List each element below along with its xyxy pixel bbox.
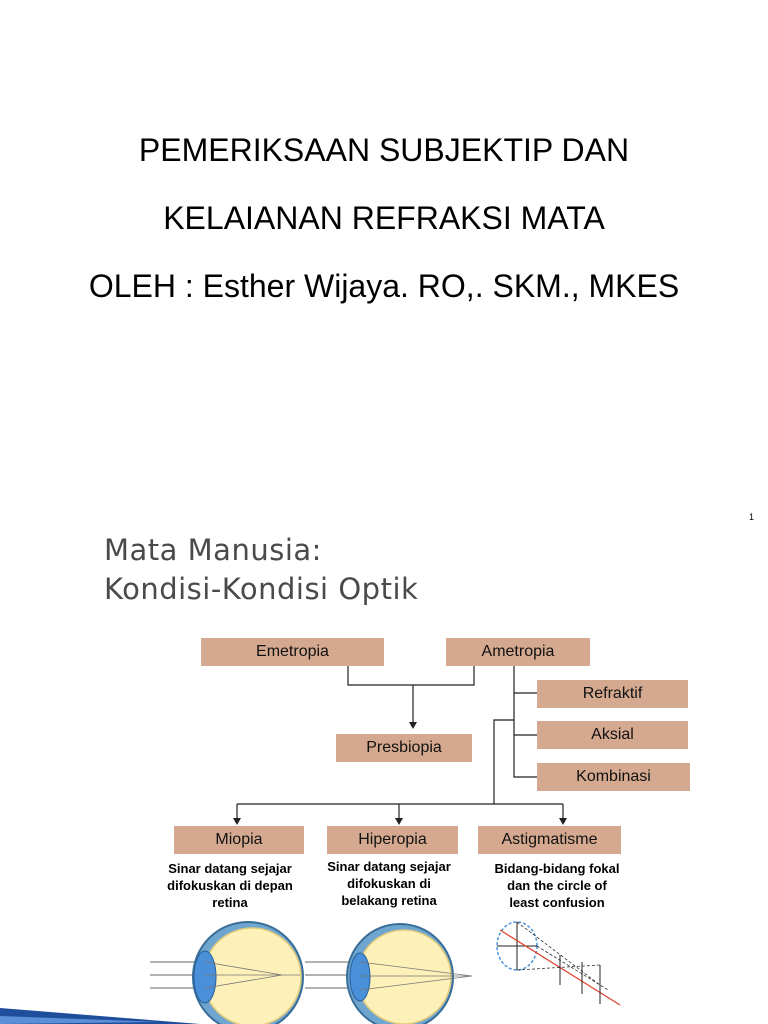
decorative-swoosh	[0, 1008, 200, 1024]
aksial-box: Aksial	[537, 721, 688, 749]
hiperopia-description: Sinar datang sejajar difokuskan di belak…	[309, 858, 469, 909]
slide2-heading-line-2: Kondisi-Kondisi Optik	[104, 572, 419, 606]
hiperopia-description-line: Sinar datang sejajar	[327, 859, 451, 874]
miopia-description: Sinar datang sejajar difokuskan di depan…	[150, 860, 310, 911]
hiperopia-description-line: difokuskan di	[347, 876, 431, 891]
slide2-heading-line-1: Mata Manusia:	[104, 533, 322, 567]
myopia-eye-illustration	[150, 921, 304, 1024]
slide-title-line-1: PEMERIKSAAN SUBJEKTIP DAN	[138, 132, 630, 168]
hyperopia-eye-illustration	[305, 923, 473, 1024]
astigmatisme-description: Bidang-bidang fokal dan the circle of le…	[477, 860, 637, 911]
hiperopia-box: Hiperopia	[327, 826, 458, 854]
hiperopia-description-line: belakang retina	[341, 893, 437, 908]
page-number: 1	[748, 512, 754, 522]
astigmatisme-description-line: dan the circle of	[507, 878, 607, 893]
astigmatism-ray-diagram	[496, 921, 621, 1006]
kombinasi-box: Kombinasi	[537, 763, 690, 791]
slide-author-line: OLEH : Esther Wijaya. RO,. SKM., MKES	[88, 268, 680, 304]
ametropia-box: Ametropia	[446, 638, 590, 666]
astigmatisme-box: Astigmatisme	[478, 826, 621, 854]
miopia-description-line: Sinar datang sejajar	[168, 861, 292, 876]
miopia-description-line: retina	[212, 895, 248, 910]
emetropia-box: Emetropia	[201, 638, 384, 666]
astigmatisme-description-line: Bidang-bidang fokal	[494, 861, 620, 876]
slide-title-line-2: KELAIANAN REFRAKSI MATA	[163, 200, 605, 236]
astigmatisme-description-line: least confusion	[509, 895, 605, 910]
refraktif-box: Refraktif	[537, 680, 688, 708]
miopia-box: Miopia	[174, 826, 304, 854]
presbiopia-box: Presbiopia	[336, 734, 472, 762]
miopia-description-line: difokuskan di depan	[167, 878, 293, 893]
